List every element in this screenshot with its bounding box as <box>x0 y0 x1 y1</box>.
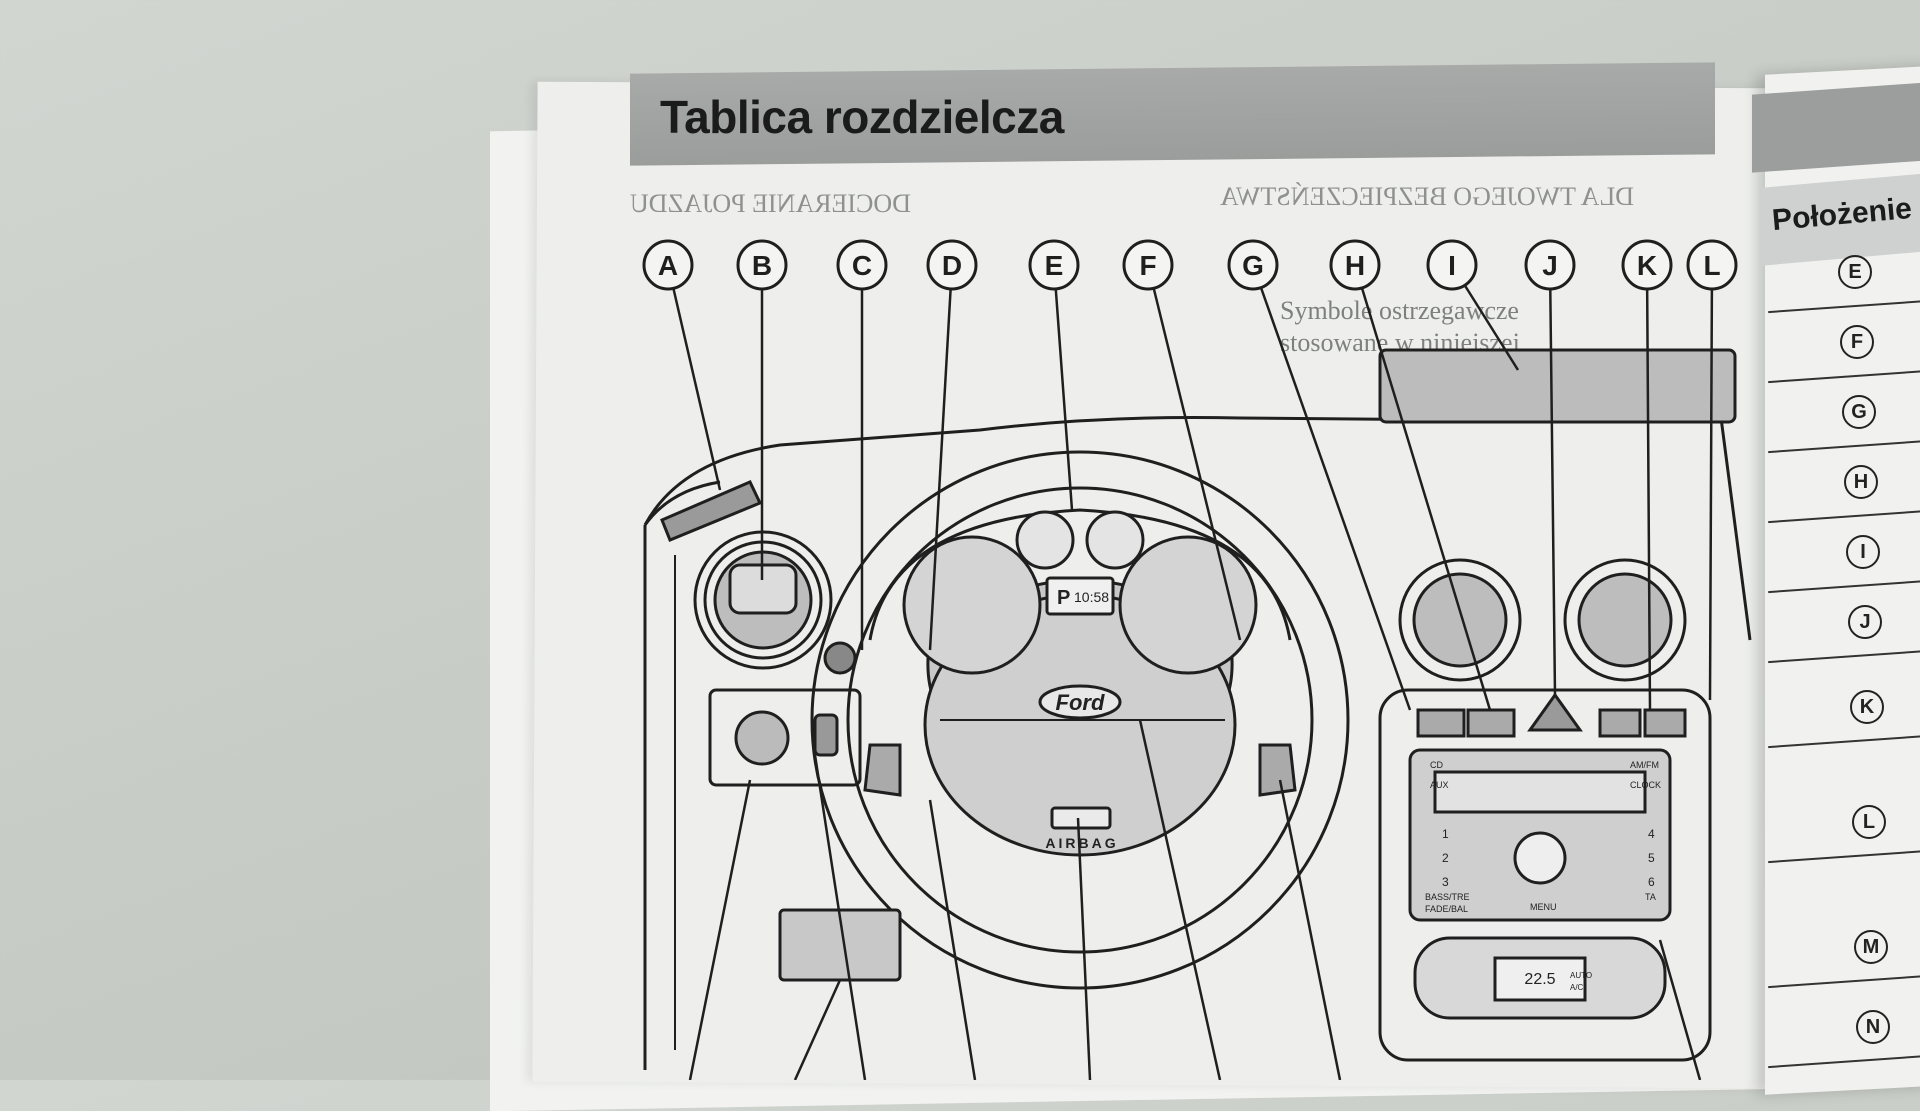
radio-button-3: CLOCK <box>1630 780 1661 790</box>
page-title: Tablica rozdzielcza <box>660 91 1064 143</box>
table-row-letter-e: E <box>1838 255 1872 289</box>
climate-temp: 22.5 <box>1524 971 1555 988</box>
clock-display: 10:58 <box>1074 589 1109 605</box>
radio-preset-2: 2 <box>1442 851 1449 865</box>
radio-button-6: MENU <box>1530 902 1557 912</box>
table-row-letter-h: H <box>1844 465 1878 499</box>
callout-circle-b <box>736 239 788 291</box>
radio-preset-5: 5 <box>1648 851 1655 865</box>
callout-circle-c <box>836 239 888 291</box>
radio-button-1: AUX <box>1430 780 1449 790</box>
callout-label-h: H <box>1345 250 1365 281</box>
callout-label-f: F <box>1139 250 1156 281</box>
radio-button-4: BASS/TRE <box>1425 892 1470 902</box>
callout-circle-f <box>1122 239 1174 291</box>
show-through-heading-right: DLA TWOJEGO BEZPIECZEŃSTWA <box>1220 182 1635 211</box>
callout-circle-j <box>1524 239 1576 291</box>
radio-button-5: FADE/BAL <box>1425 904 1468 914</box>
table-row-letter-f: F <box>1840 325 1874 359</box>
callout-circle-a <box>642 239 694 291</box>
callout-circle-h <box>1329 239 1381 291</box>
callout-circle-e <box>1028 239 1080 291</box>
callout-circle-k <box>1621 239 1673 291</box>
callout-circle-i <box>1426 239 1478 291</box>
callout-label-g: G <box>1242 250 1264 281</box>
table-row-letter-n: N <box>1856 1010 1890 1044</box>
table-row-letter-l: L <box>1852 805 1886 839</box>
table-row-letter-m: M <box>1854 930 1888 964</box>
table-row-letter-k: K <box>1850 690 1884 724</box>
climate-mode-ac: A/C <box>1570 983 1584 992</box>
callout-label-j: J <box>1542 250 1558 281</box>
radio-button-7: TA <box>1645 892 1656 902</box>
table-row-letter-j: J <box>1848 605 1882 639</box>
gear-indicator: P <box>1057 587 1070 609</box>
callout-circle-g <box>1227 239 1279 291</box>
callout-label-k: K <box>1637 250 1657 281</box>
callout-label-a: A <box>658 250 678 281</box>
table-row-letter-i: I <box>1846 535 1880 569</box>
radio-button-0: CD <box>1430 760 1443 770</box>
callout-label-b: B <box>752 250 772 281</box>
radio-button-2: AM/FM <box>1630 760 1659 770</box>
callout-circle-l <box>1686 239 1738 291</box>
callout-label-e: E <box>1045 250 1064 281</box>
radio-preset-6: 6 <box>1648 875 1655 889</box>
facing-page-header-band <box>1752 81 1920 173</box>
callout-label-d: D <box>942 250 962 281</box>
climate-mode-auto: AUTO <box>1570 971 1592 980</box>
radio-preset-3: 3 <box>1442 875 1449 889</box>
callout-label-c: C <box>852 250 872 281</box>
airbag-label: AIRBAG <box>1045 835 1118 851</box>
callout-label-i: I <box>1448 250 1456 281</box>
radio-preset-1: 1 <box>1442 827 1449 841</box>
callout-label-l: L <box>1703 250 1720 281</box>
table-row-letter-g: G <box>1842 395 1876 429</box>
radio-preset-4: 4 <box>1648 827 1655 841</box>
ford-logo: Ford <box>1056 690 1105 715</box>
show-through-heading-left: DOCIERANIE POJAZDU <box>630 189 911 218</box>
callout-circle-d <box>926 239 978 291</box>
